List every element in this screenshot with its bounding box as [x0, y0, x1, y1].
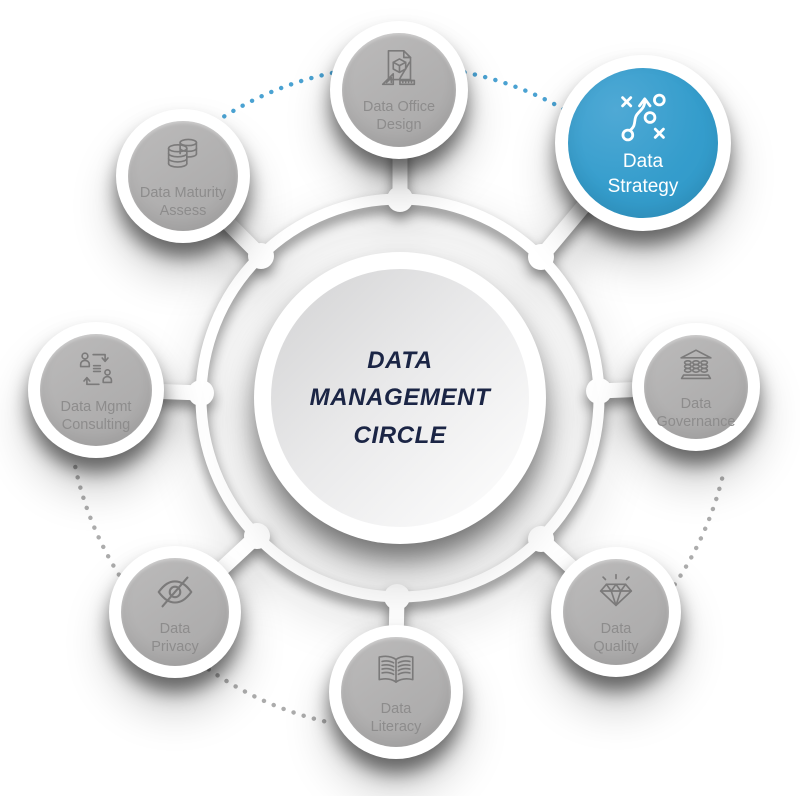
strategy-tactics-icon [621, 94, 666, 142]
node-label-line: Privacy [151, 639, 199, 655]
node-data-office-design[interactable]: Data Office Design [330, 21, 468, 159]
node-label: Data Privacy [151, 620, 199, 657]
design-document-icon [381, 49, 416, 85]
node-data-mgmt-consulting[interactable]: Data Mgmt Consulting [28, 322, 164, 458]
junction-dot-office [387, 186, 413, 212]
junction-dot-governance [586, 378, 612, 404]
node-inner: Data Strategy [568, 68, 718, 218]
node-label: Data Strategy [608, 150, 679, 199]
people-exchange-icon [79, 352, 113, 385]
node-label: Data Literacy [371, 700, 422, 737]
node-label-line: Strategy [607, 176, 679, 197]
node-inner: Data Privacy [121, 558, 229, 666]
node-label-line: Assess [159, 203, 207, 219]
junction-dot-privacy [244, 523, 270, 549]
node-label: Data Maturity Assess [140, 184, 226, 221]
node-label: Data Quality [593, 620, 638, 657]
diamond-icon [599, 573, 633, 606]
junction-dot-quality [528, 526, 554, 552]
node-inner: Data Office Design [342, 33, 456, 147]
junction-dot-strategy [528, 244, 554, 270]
node-data-governance[interactable]: Data Governance [632, 323, 760, 451]
node-label: Data Office Design [363, 98, 435, 135]
node-label-line: Quality [593, 639, 639, 655]
open-book-icon [378, 655, 414, 683]
node-label-line: Data [380, 700, 412, 717]
node-label-line: Consulting [61, 417, 131, 433]
node-label-line: Design [376, 117, 422, 133]
node-label-line: Data [159, 620, 191, 637]
node-label-line: Data Maturity [139, 184, 227, 201]
diagram-title-line: CIRCLE [353, 421, 447, 449]
node-inner: Data Governance [644, 335, 748, 439]
database-stack-icon [167, 138, 198, 168]
node-data-maturity-assess[interactable]: Data Maturity Assess [116, 109, 250, 243]
node-label-line: Data [600, 620, 632, 637]
dotted-arc-privacy-literacy [198, 660, 328, 724]
node-data-privacy[interactable]: Data Privacy [109, 546, 241, 678]
node-label-line: Data [680, 395, 712, 412]
node-inner: Data Maturity Assess [128, 121, 238, 231]
node-label-line: Data [622, 151, 664, 173]
node-data-literacy[interactable]: Data Literacy [329, 625, 463, 759]
dotted-arc-governance-quality [666, 470, 726, 596]
node-inner: Data Quality [563, 559, 669, 665]
node-label-line: Data Office [362, 98, 436, 115]
node-label: Data Governance [657, 395, 736, 432]
node-label: Data Mgmt Consulting [61, 398, 132, 435]
node-inner: Data Mgmt Consulting [40, 334, 152, 446]
node-inner: Data Literacy [341, 637, 451, 747]
center-circle: DATA MANAGEMENT CIRCLE [254, 252, 546, 544]
center-circle-inner: DATA MANAGEMENT CIRCLE [271, 269, 529, 527]
dotted-arc-consulting-privacy [73, 464, 131, 591]
node-label-line: Literacy [370, 719, 422, 735]
eye-slash-icon [157, 576, 193, 608]
node-data-strategy[interactable]: Data Strategy [555, 55, 731, 231]
junction-dot-maturity [248, 243, 274, 269]
node-label-line: Data Mgmt [60, 398, 132, 415]
node-data-quality[interactable]: Data Quality [551, 547, 681, 677]
diagram-title-line: MANAGEMENT [309, 384, 491, 412]
bank-columns-icon [680, 349, 712, 380]
junction-dot-literacy [384, 584, 410, 610]
node-label-line: Governance [656, 414, 736, 430]
diagram-title: DATA MANAGEMENT CIRCLE [310, 342, 491, 454]
diagram-title-line: DATA [367, 347, 433, 375]
junction-dot-consulting [188, 380, 214, 406]
